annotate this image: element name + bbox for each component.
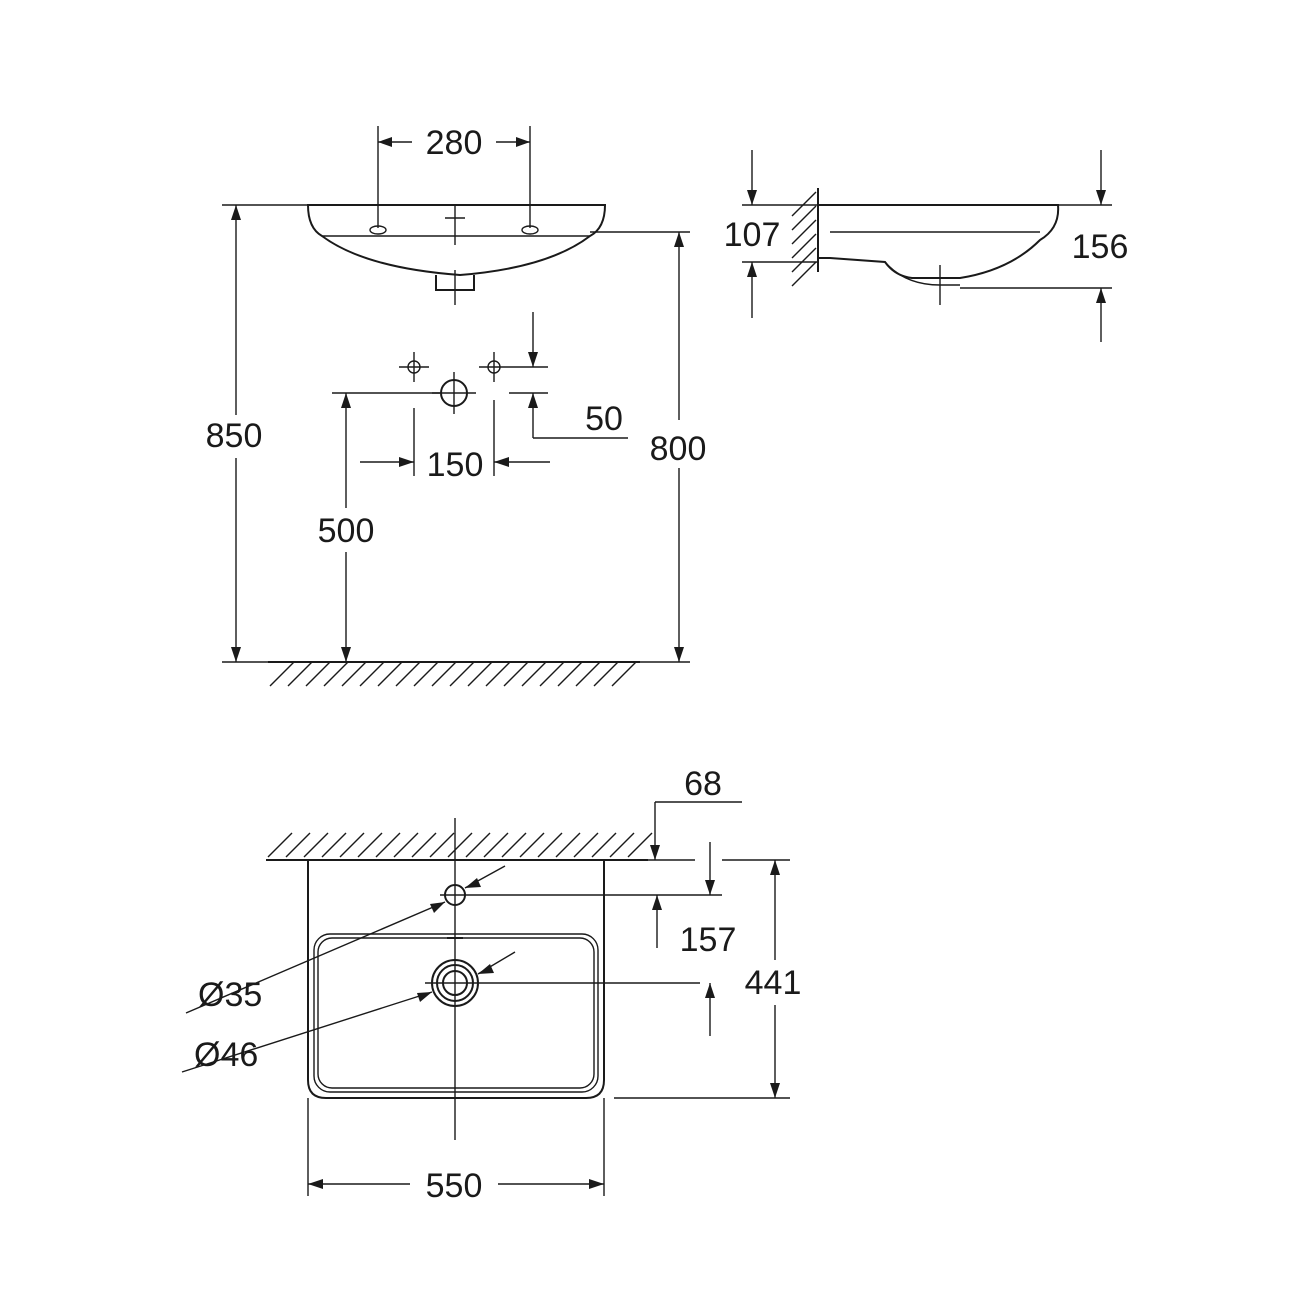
hatch-mark <box>395 661 421 687</box>
hatch-mark <box>791 205 817 231</box>
dim-diameter-46: Ø46 <box>194 1036 258 1074</box>
hatch-mark <box>557 661 583 687</box>
side-view: 107 156 <box>724 150 1129 342</box>
hatch-mark <box>791 261 817 287</box>
basin-plan-outline <box>307 860 605 1099</box>
hatch-mark <box>357 832 383 858</box>
hatch-mark <box>447 832 473 858</box>
dim-68: 68 <box>684 765 722 803</box>
hatch-mark <box>611 661 637 687</box>
dim-diameter-35: Ø35 <box>198 976 262 1014</box>
hatch-mark <box>501 832 527 858</box>
hatch-mark <box>267 832 293 858</box>
hatch-mark <box>341 661 367 687</box>
bowl-outline <box>313 933 599 1093</box>
hatch-mark <box>555 832 581 858</box>
dim-157: 157 <box>680 921 737 959</box>
hatch-mark <box>467 661 493 687</box>
hatch-mark <box>627 832 653 858</box>
dim-500: 500 <box>318 512 375 550</box>
hatch-mark <box>591 832 617 858</box>
hatch-mark <box>791 191 817 217</box>
plan-view: Ø35 Ø46 68 157 441 <box>181 765 802 1205</box>
dim-107: 107 <box>724 216 781 254</box>
hatch-mark <box>323 661 349 687</box>
supply-point-left <box>399 352 429 382</box>
basin-front-outline <box>306 204 607 277</box>
hatch-mark <box>503 661 529 687</box>
dim-50: 50 <box>585 400 623 438</box>
hatch-mark <box>377 661 403 687</box>
hatch-mark <box>609 832 635 858</box>
dim-800: 800 <box>650 430 707 468</box>
hatch-mark <box>521 661 547 687</box>
hatch-mark <box>519 832 545 858</box>
hatch-mark <box>339 832 365 858</box>
hatch-mark <box>287 661 313 687</box>
dim-150: 150 <box>427 446 484 484</box>
hatch-mark <box>413 661 439 687</box>
hatch-mark <box>465 832 491 858</box>
hatch-mark <box>539 661 565 687</box>
hatch-mark <box>429 832 455 858</box>
hatch-mark <box>573 832 599 858</box>
hatch-mark <box>575 661 601 687</box>
dim-280: 280 <box>426 124 483 162</box>
wall-hatch <box>791 191 817 287</box>
hatch-mark <box>303 832 329 858</box>
hatch-mark <box>321 832 347 858</box>
hatch-mark <box>269 661 295 687</box>
hatch-mark <box>305 661 331 687</box>
floor-hatch <box>269 661 637 687</box>
supply-point-right <box>479 352 509 382</box>
hatch-mark <box>537 832 563 858</box>
dim-550: 550 <box>426 1167 483 1205</box>
front-view: 280 850 800 <box>206 124 707 687</box>
hatch-mark <box>449 661 475 687</box>
hatch-mark <box>393 832 419 858</box>
dim-441: 441 <box>745 964 802 1002</box>
hatch-mark <box>791 247 817 273</box>
plan-wall-hatch <box>267 832 653 858</box>
hatch-mark <box>485 661 511 687</box>
basin-side-outline <box>818 204 1060 279</box>
hatch-mark <box>431 661 457 687</box>
hatch-mark <box>285 832 311 858</box>
hatch-mark <box>791 219 817 245</box>
hatch-mark <box>359 661 385 687</box>
hatch-mark <box>791 233 817 259</box>
dim-850: 850 <box>206 417 263 455</box>
hatch-mark <box>375 832 401 858</box>
dim-156: 156 <box>1072 228 1129 266</box>
hatch-mark <box>483 832 509 858</box>
hatch-mark <box>593 661 619 687</box>
hatch-mark <box>411 832 437 858</box>
